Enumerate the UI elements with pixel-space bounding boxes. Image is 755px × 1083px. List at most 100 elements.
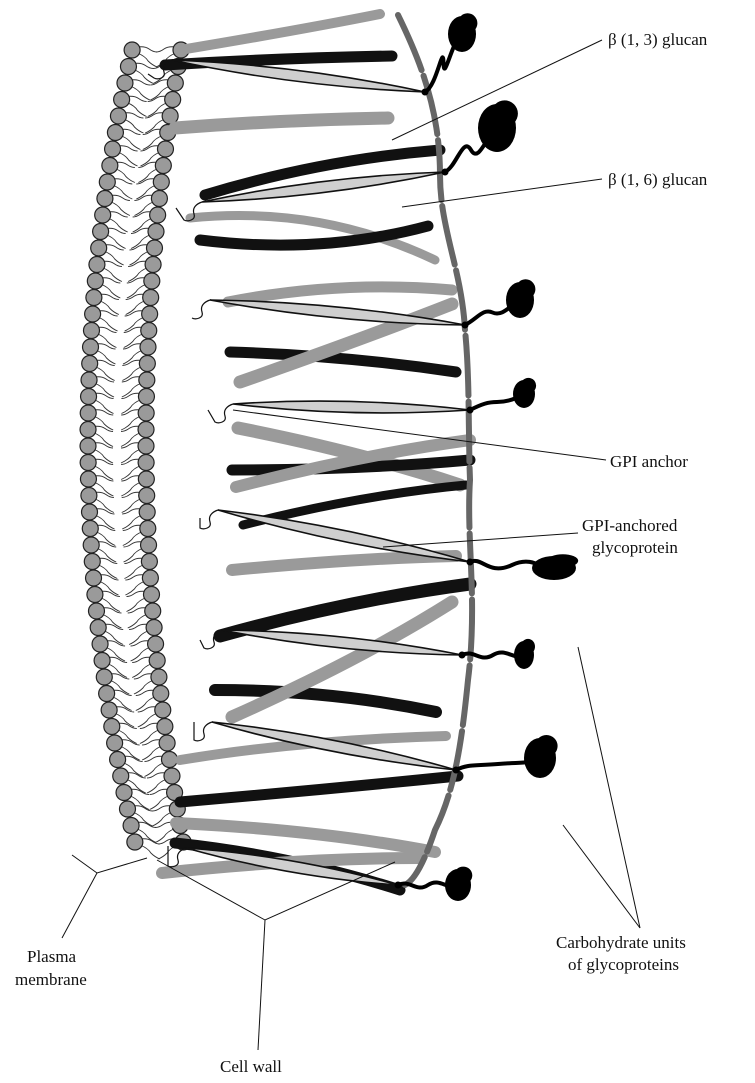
lipid-head-inner: [83, 323, 99, 339]
lipid-head-outer: [146, 620, 162, 636]
label-cell-wall: Cell wall: [220, 1057, 282, 1076]
lipid-head-outer: [139, 372, 155, 388]
lipid-head-inner: [105, 141, 121, 157]
lipid-tail: [137, 53, 157, 67]
lipid-head-inner: [81, 488, 97, 504]
label-gpi-anchor: GPI anchor: [610, 452, 688, 471]
lipid-tail: [112, 185, 132, 199]
lipid-head-outer: [145, 257, 161, 273]
gpi-anchor-link: [200, 510, 218, 529]
lipid-head-outer: [138, 422, 154, 438]
lipid-head-inner: [82, 356, 98, 372]
lipid-head-inner: [81, 389, 97, 405]
lipid-head-outer: [149, 653, 165, 669]
lipid-head-outer: [155, 158, 171, 174]
lipid-tail: [152, 812, 172, 826]
lipid-head-outer: [153, 174, 169, 190]
lipid-tail: [123, 119, 143, 133]
lipid-head-inner: [116, 785, 132, 801]
lipid-head-outer: [146, 240, 162, 256]
glycoprotein-body: [172, 60, 425, 92]
bracket-plasma-membrane: [72, 855, 147, 873]
label-beta16-glucan: β (1, 6) glucan: [608, 170, 708, 189]
carbohydrate-lobe: [547, 554, 578, 567]
lipid-head-outer: [148, 636, 164, 652]
lipid-tail: [147, 779, 167, 793]
carbohydrate-lobe: [521, 378, 536, 393]
lipid-tail: [127, 103, 147, 117]
lipid-tail: [142, 746, 162, 760]
label-beta13-glucan: β (1, 3) glucan: [608, 30, 708, 49]
glucan-fiber-gray: [180, 14, 380, 50]
glucan-fiber-gray: [228, 287, 452, 302]
lipid-head-inner: [119, 801, 135, 817]
lipid-head-outer: [142, 570, 158, 586]
lipid-tail: [138, 713, 158, 727]
carbohydrate-lobe: [516, 279, 536, 299]
lipid-head-outer: [139, 356, 155, 372]
lipid-tail: [118, 152, 138, 166]
leader-plasma: [62, 873, 97, 938]
lipid-head-inner: [80, 438, 96, 454]
lipid-head-inner: [87, 587, 103, 603]
leader-beta16: [402, 179, 602, 207]
lipid-head-outer: [138, 471, 154, 487]
lipid-head-inner: [101, 702, 117, 718]
lipid-head-inner: [89, 257, 105, 273]
plasma-membrane-bilayer: [80, 42, 191, 859]
lipid-head-outer: [138, 389, 154, 405]
lipid-tail: [140, 730, 160, 744]
lipid-head-inner: [94, 653, 110, 669]
lipid-head-outer: [141, 554, 157, 570]
lipid-head-inner: [127, 834, 143, 850]
gpi-anchor-link: [208, 404, 233, 423]
lipid-head-outer: [155, 702, 171, 718]
lipid-head-outer: [138, 405, 154, 421]
lipid-head-inner: [86, 290, 102, 306]
lipid-head-inner: [114, 92, 130, 108]
lipid-tail: [150, 796, 170, 810]
lipid-head-inner: [86, 570, 102, 586]
lipid-head-outer: [164, 768, 180, 784]
lipid-head-inner: [80, 455, 96, 471]
carbohydrate-lobe: [458, 13, 478, 33]
lipid-head-outer: [141, 537, 157, 553]
lipid-head-outer: [142, 306, 158, 322]
lipid-head-outer: [141, 323, 157, 339]
lipid-head-outer: [167, 75, 183, 91]
lipid-head-inner: [99, 686, 115, 702]
lipid-head-inner: [87, 273, 103, 289]
lipid-head-inner: [85, 306, 101, 322]
carbohydrate-lobe: [535, 735, 557, 757]
label-plasma-line2: membrane: [15, 970, 87, 989]
lipid-tail: [110, 202, 130, 216]
lipid-tail: [136, 697, 156, 711]
leader-gpi-protein: [383, 533, 578, 547]
label-carbohydrate-line2: of glycoproteins: [568, 955, 679, 974]
lipid-head-inner: [92, 636, 108, 652]
lipid-head-outer: [138, 438, 154, 454]
lipid-head-inner: [96, 669, 112, 685]
lipid-head-inner: [110, 752, 126, 768]
leader-cell-wall: [258, 920, 265, 1050]
lipid-head-outer: [144, 273, 160, 289]
glycoprotein-body: [218, 510, 470, 562]
lipid-head-outer: [145, 603, 161, 619]
lipid-head-inner: [88, 603, 104, 619]
lipid-head-inner: [80, 422, 96, 438]
label-plasma-line1: Plasma: [27, 947, 77, 966]
lipid-head-outer: [157, 141, 173, 157]
lipid-head-inner: [107, 125, 123, 141]
lipid-head-inner: [81, 372, 97, 388]
gpi-anchor-link: [194, 722, 212, 741]
lipid-tail: [115, 169, 135, 183]
glucan-fiber-dark: [180, 776, 458, 802]
lipid-tail: [108, 218, 128, 232]
label-carbohydrate-line1: Carbohydrate units: [556, 933, 686, 952]
glucan-fibers: [162, 14, 470, 890]
lipid-head-outer: [165, 92, 181, 108]
lipid-head-inner: [93, 224, 109, 240]
lipid-head-inner: [99, 174, 115, 190]
lipid-head-outer: [138, 455, 154, 471]
carbohydrate-lobe: [454, 867, 472, 885]
